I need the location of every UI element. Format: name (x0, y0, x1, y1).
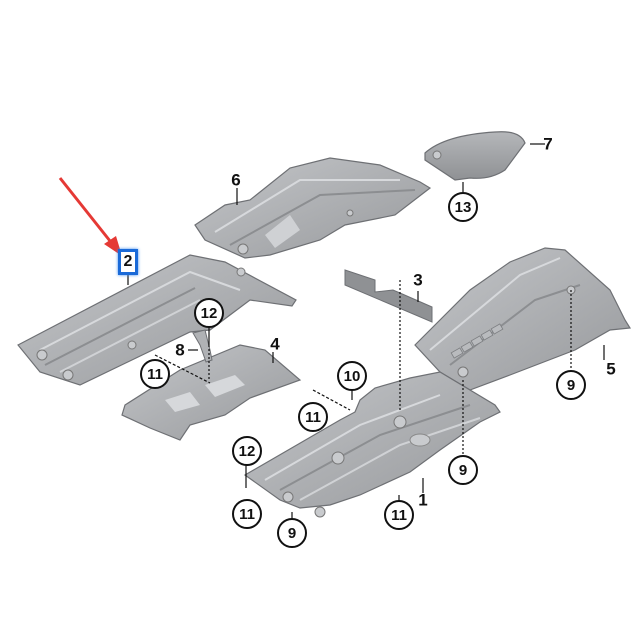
fastener-label-11: 11 (384, 500, 414, 530)
leader-lines (127, 143, 605, 520)
fastener-label-12: 12 (194, 298, 224, 328)
part-7-cover (424, 131, 526, 181)
fastener-label-13: 13 (448, 192, 478, 222)
part-label-1: 1 (418, 490, 428, 510)
part-label-4: 4 (270, 334, 280, 354)
part-label-2-highlighted[interactable]: 2 (118, 249, 138, 275)
part-label-3: 3 (413, 270, 423, 290)
part-label-6: 6 (231, 170, 241, 190)
fastener-label-11: 11 (298, 402, 328, 432)
part-label-8: 8 (175, 340, 185, 360)
fastener-label-11: 11 (232, 499, 262, 529)
fastener-label-12: 12 (232, 436, 262, 466)
part-4-plate (121, 344, 302, 441)
fastener-label-10: 10 (337, 361, 367, 391)
part-5-panel (414, 247, 632, 391)
part-8-bracket (192, 329, 213, 363)
part-6-panel (194, 157, 432, 259)
part-label-2: 2 (123, 253, 133, 270)
fastener-label-9: 9 (556, 370, 586, 400)
part-label-7: 7 (543, 134, 553, 154)
red-arrow-icon (58, 177, 122, 256)
part-2-panel (17, 254, 297, 386)
part-label-5: 5 (606, 359, 616, 379)
part-1-panel (243, 371, 501, 518)
fastener-label-9: 9 (448, 455, 478, 485)
fastener-label-9: 9 (277, 518, 307, 548)
fastener-label-11: 11 (140, 359, 170, 389)
